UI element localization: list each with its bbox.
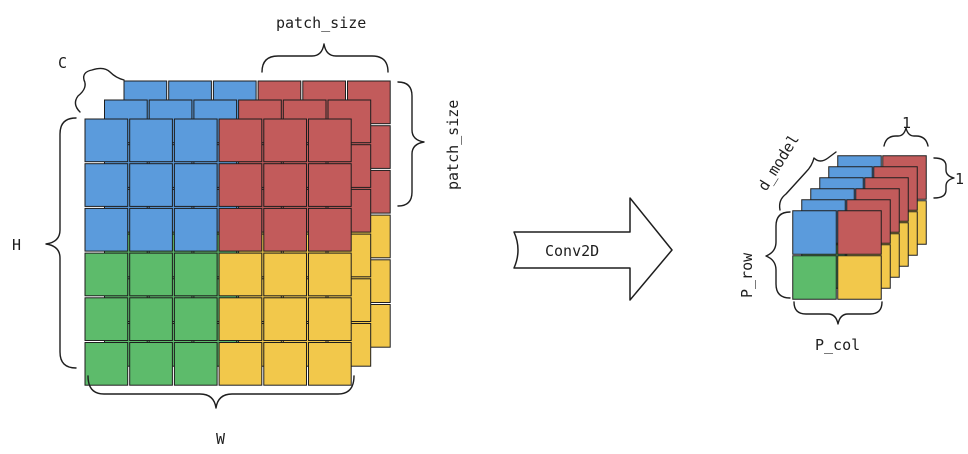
input-cell: [218, 207, 263, 252]
input-tensor: [84, 80, 391, 386]
input-cell: [308, 252, 352, 297]
d-model-brace: [778, 151, 837, 211]
patch-size-side-brace: [397, 81, 425, 207]
input-cell: [84, 207, 129, 252]
input-layer: [84, 118, 352, 386]
conv2d-label: Conv2D: [545, 242, 599, 260]
input-cell: [84, 252, 129, 297]
input-cell: [218, 297, 263, 341]
input-cell: [263, 252, 307, 297]
input-cell: [308, 207, 352, 252]
input-cell: [263, 342, 307, 386]
input-cell: [129, 163, 173, 207]
one-top-brace: [883, 127, 929, 147]
output-cell: [792, 210, 837, 255]
output-layer: [792, 210, 882, 300]
input-cell: [218, 252, 263, 297]
p-col-brace: [793, 301, 883, 325]
patch-size-side-label: patch_size: [444, 100, 462, 190]
p-row-brace: [765, 211, 791, 299]
p-col-label: P_col: [815, 336, 860, 354]
output-cell: [837, 210, 882, 255]
input-cell: [173, 297, 218, 341]
input-cell: [263, 118, 307, 163]
input-cell: [84, 297, 129, 341]
width-label: W: [216, 430, 226, 448]
patch-size-top-brace: [261, 43, 389, 73]
input-cell: [218, 163, 263, 207]
input-cell: [263, 207, 307, 252]
input-cell: [129, 297, 173, 341]
input-cell: [84, 118, 129, 163]
one-side-label: 1: [955, 170, 964, 188]
input-cell: [263, 297, 307, 341]
input-cell: [173, 163, 218, 207]
input-cell: [129, 118, 173, 163]
input-cell: [308, 342, 352, 386]
channel-brace: [74, 67, 125, 113]
height-label: H: [12, 236, 21, 254]
height-brace: [45, 117, 77, 369]
output-cell: [837, 255, 882, 300]
input-cell: [173, 252, 218, 297]
input-cell: [218, 118, 263, 163]
input-cell: [263, 163, 307, 207]
input-cell: [308, 297, 352, 341]
input-cell: [84, 342, 129, 386]
input-cell: [173, 118, 218, 163]
output-tensor: [792, 155, 927, 300]
one-top-label: 1: [902, 114, 911, 132]
input-cell: [173, 342, 218, 386]
input-cell: [218, 342, 263, 386]
input-cell: [308, 118, 352, 163]
width-brace: [87, 375, 355, 409]
input-cell: [129, 342, 173, 386]
patch-size-top-label: patch_size: [276, 14, 366, 32]
p-row-label: P_row: [738, 252, 756, 298]
d-model-label: d_model: [754, 131, 803, 194]
channel-label: C: [58, 54, 67, 72]
input-cell: [173, 207, 218, 252]
input-cell: [84, 163, 129, 207]
conv2d-arrow: [513, 197, 673, 301]
input-cell: [308, 163, 352, 207]
input-cell: [129, 207, 173, 252]
output-cell: [792, 255, 837, 300]
input-cell: [129, 252, 173, 297]
one-side-brace: [933, 157, 955, 199]
